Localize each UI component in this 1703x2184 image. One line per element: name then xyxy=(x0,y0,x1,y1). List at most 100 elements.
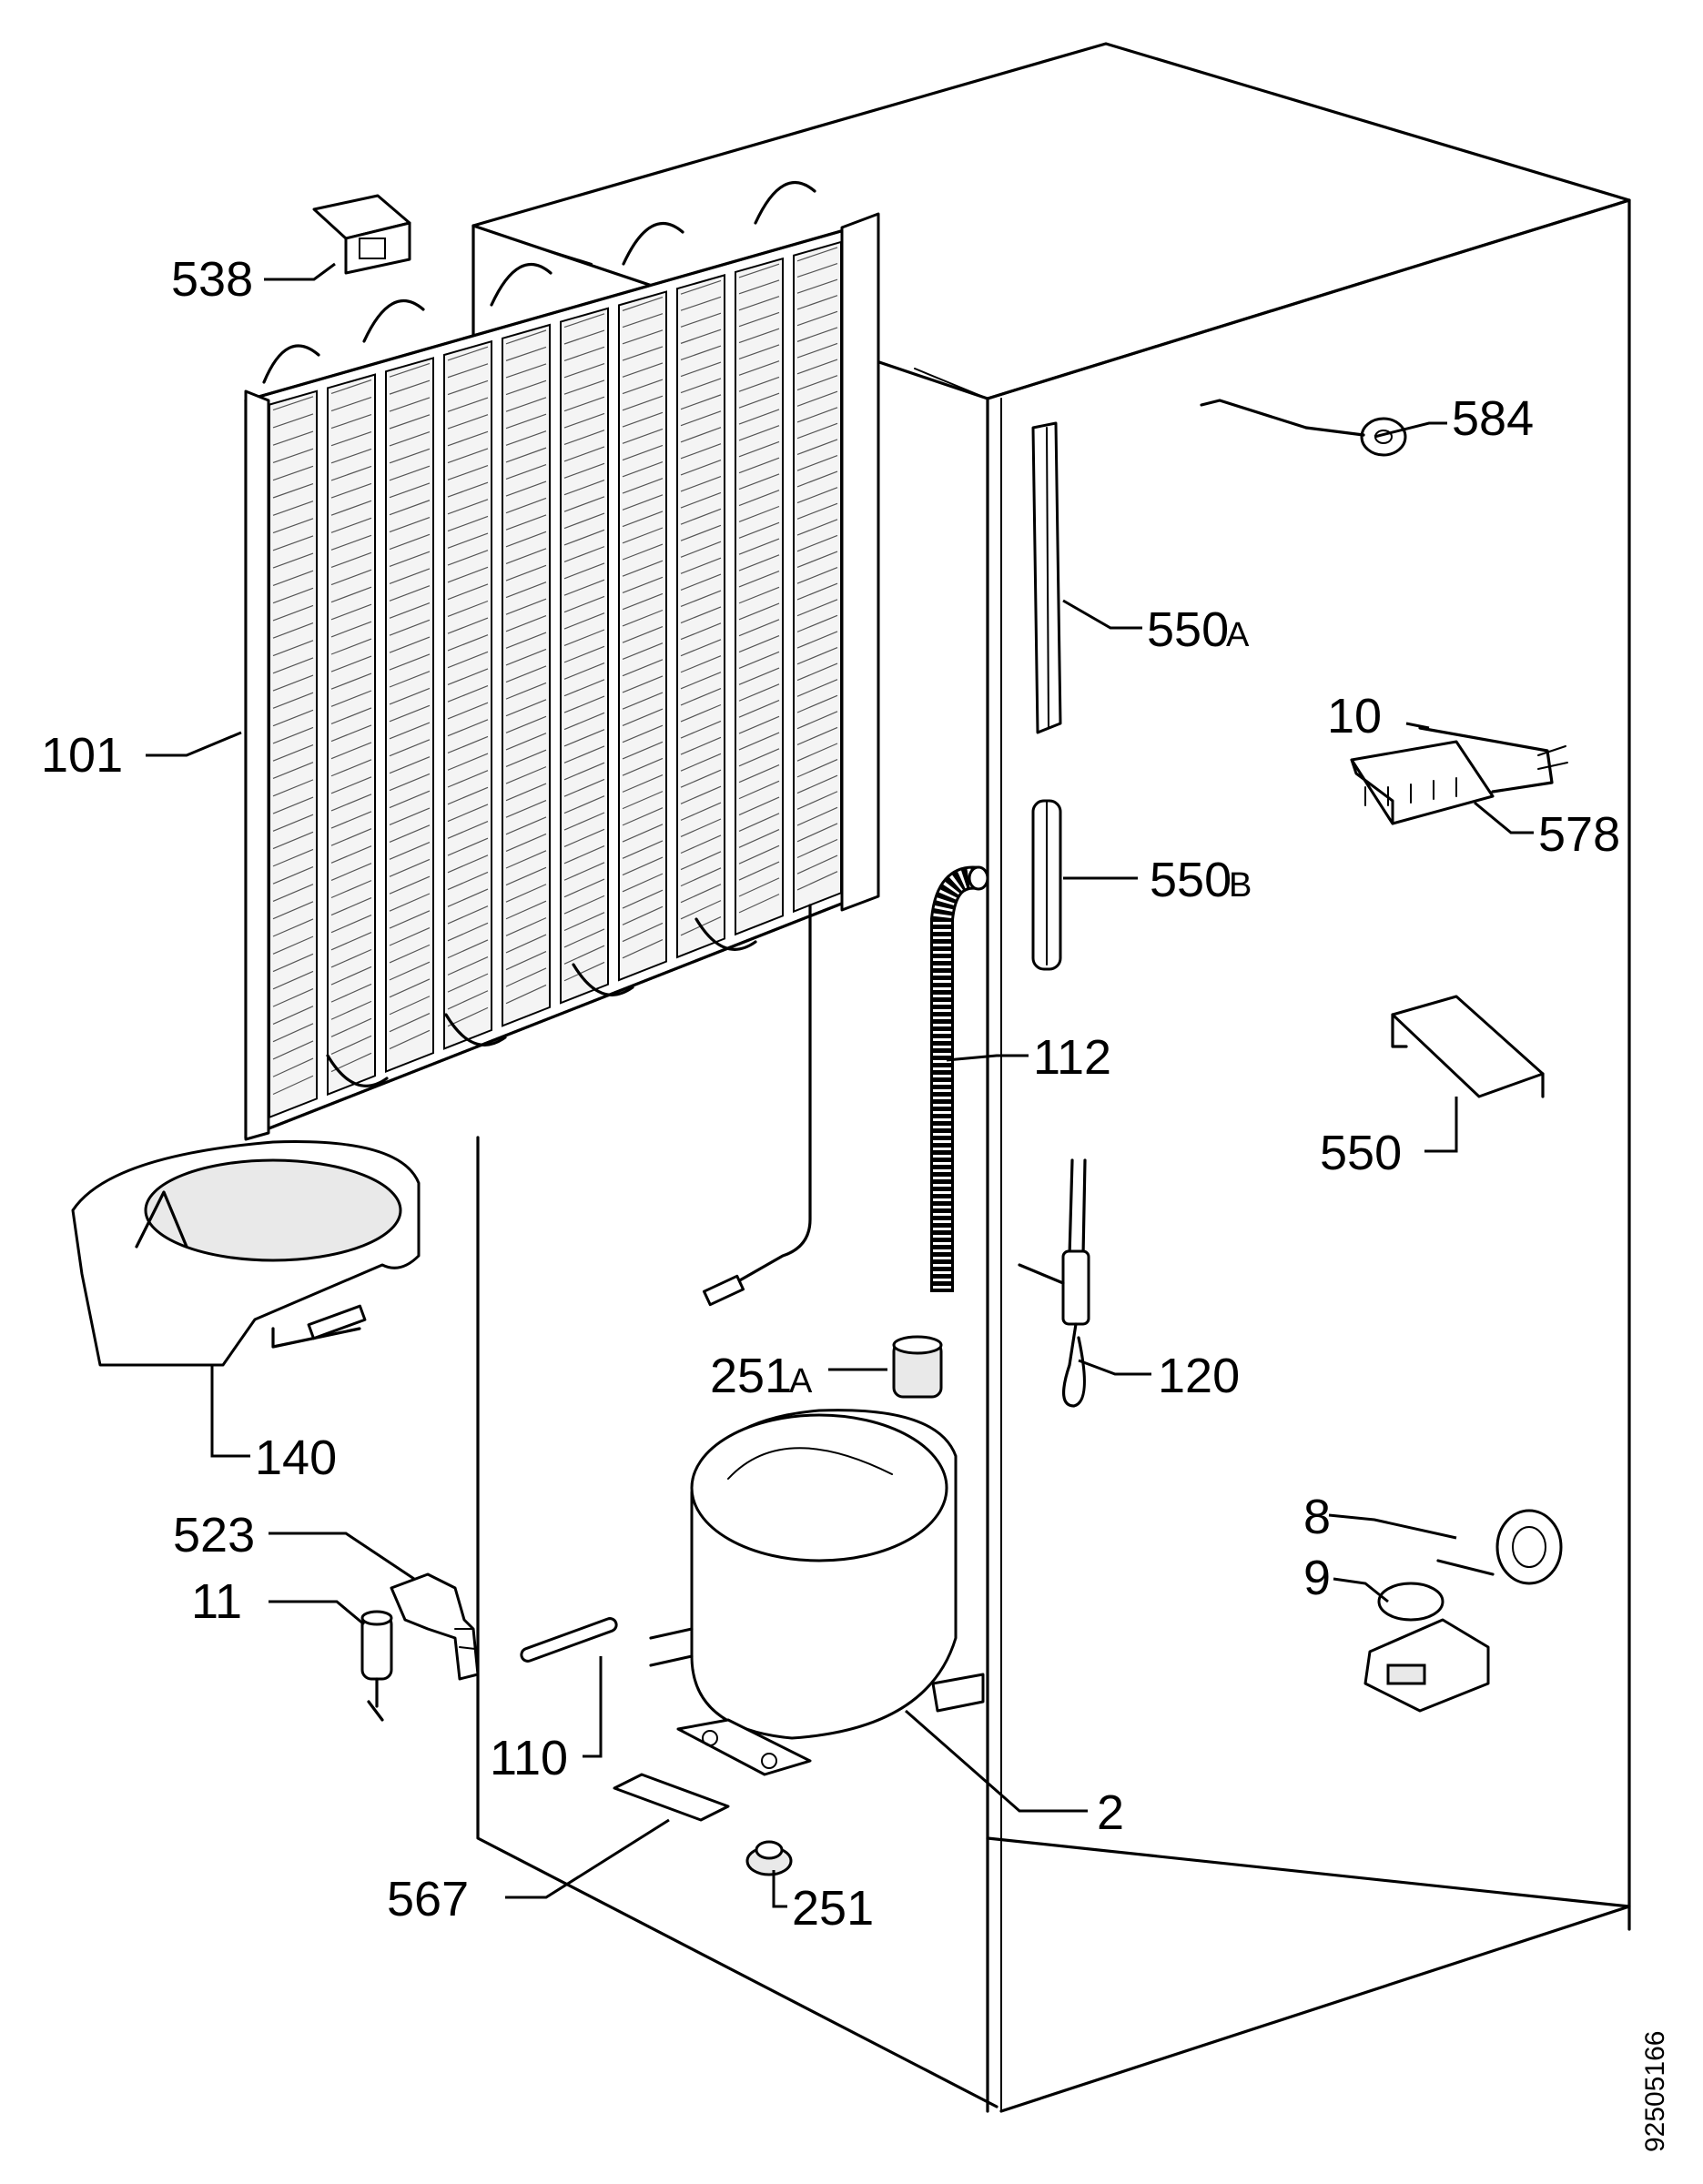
label-567: 567 xyxy=(387,1872,469,1926)
label-101: 101 xyxy=(41,728,123,783)
condenser-fin-line xyxy=(330,1035,372,1055)
condenser-fin-line xyxy=(505,497,547,514)
label-9: 9 xyxy=(1303,1551,1331,1605)
condenser-fin-line xyxy=(389,1012,431,1033)
condenser-fin-line xyxy=(796,854,838,875)
condenser-fin-line xyxy=(389,636,431,653)
condenser-fin-line xyxy=(505,950,547,971)
condenser-fin-line xyxy=(563,961,605,982)
condenser-fin-line xyxy=(796,599,838,617)
condenser-fin-line xyxy=(738,586,780,604)
condenser-fin-line xyxy=(796,806,838,826)
condenser-fin-line xyxy=(680,573,722,591)
condenser-fin-line xyxy=(563,645,605,663)
condenser-fin-line xyxy=(505,464,547,480)
condenser-fin-line xyxy=(505,648,547,666)
condenser-fin-line xyxy=(389,858,431,877)
condenser-fin-line xyxy=(680,867,722,887)
condenser-fin-line xyxy=(738,554,780,571)
condenser-fin-line xyxy=(272,535,314,551)
condenser-fin-line xyxy=(622,379,664,395)
part-11-valve xyxy=(360,1610,393,1722)
condenser-fin-line xyxy=(389,704,431,723)
condenser-fin-line xyxy=(330,379,372,394)
condenser-fin-line xyxy=(272,500,314,516)
condenser-fin-line xyxy=(330,586,372,603)
part-567-plate xyxy=(613,1773,730,1822)
condenser-fin-line xyxy=(622,395,664,411)
condenser-fin-line xyxy=(680,508,722,525)
condenser-fin-line xyxy=(272,518,314,534)
condenser-fin-line xyxy=(796,359,838,375)
condenser-fin-line xyxy=(505,715,547,733)
condenser-fin-line xyxy=(796,631,838,649)
condenser-fin-line xyxy=(680,443,722,460)
condenser-fin-line xyxy=(563,812,605,831)
condenser-fin-line xyxy=(330,983,372,1003)
condenser-fin-line xyxy=(563,928,605,948)
condenser-fin-line xyxy=(447,973,489,993)
condenser-fin-line xyxy=(272,448,314,464)
condenser-fin-line xyxy=(330,724,372,743)
condenser-fin-line xyxy=(680,606,722,624)
part-538-clip xyxy=(312,194,411,275)
condenser-fin-line xyxy=(796,439,838,455)
condenser-fin-line xyxy=(330,776,372,794)
condenser-fin-line xyxy=(505,447,547,463)
condenser-fin-line xyxy=(563,446,605,462)
label-550: 550 xyxy=(1320,1126,1402,1180)
part-523-bracket xyxy=(390,1572,480,1681)
condenser-fin-line xyxy=(447,685,489,703)
condenser-fin-line xyxy=(563,579,605,596)
condenser-fin-line xyxy=(622,659,664,677)
condenser-fin-line xyxy=(330,742,372,760)
condenser-fin-line xyxy=(505,749,547,768)
condenser-fin-line xyxy=(680,427,722,443)
condenser-fin-line xyxy=(796,774,838,794)
condenser-fin-line xyxy=(680,753,722,772)
condenser-fin-line xyxy=(738,667,780,685)
condenser-fin-line xyxy=(272,1057,314,1077)
condenser-fin-line xyxy=(447,515,489,532)
condenser-fin-line xyxy=(389,978,431,998)
condenser-fin-line xyxy=(389,875,431,895)
part-2-compressor xyxy=(649,1409,985,1776)
condenser-fin-line xyxy=(738,796,780,816)
condenser-fin-line xyxy=(389,773,431,792)
condenser-fin-line xyxy=(738,279,780,295)
condenser-fin-line xyxy=(680,590,722,608)
condenser-fin-line xyxy=(447,854,489,874)
condenser-fin-line xyxy=(738,732,780,751)
condenser-fin-line xyxy=(796,791,838,810)
condenser-fin-line xyxy=(738,700,780,718)
condenser-fin-panel xyxy=(618,290,667,982)
part-550A-strip xyxy=(1031,421,1062,734)
condenser-fin-line xyxy=(563,562,605,580)
condenser-fin-line xyxy=(272,762,314,780)
part-550-bracket xyxy=(1391,995,1545,1098)
condenser-fin-line xyxy=(680,475,722,492)
condenser-fin-line xyxy=(330,397,372,412)
condenser-fin-line xyxy=(272,918,314,937)
condenser-fin-line xyxy=(796,711,838,730)
condenser-fin-line xyxy=(447,583,489,601)
condenser-fin-line xyxy=(738,392,780,409)
label-140: 140 xyxy=(255,1431,337,1485)
condenser-fin-line xyxy=(389,653,431,671)
condenser-fin-line xyxy=(505,581,547,599)
condenser-fin-line xyxy=(563,512,605,530)
condenser-fin-line xyxy=(272,430,314,446)
condenser-fin-line xyxy=(738,425,780,441)
condenser-fin-line xyxy=(447,379,489,396)
condenser-fin-line xyxy=(563,679,605,697)
condenser-fin-line xyxy=(680,834,722,854)
condenser-fin-line xyxy=(738,311,780,328)
condenser-fin-line xyxy=(272,987,314,1007)
condenser-fin-line xyxy=(738,748,780,767)
label-251: 251 xyxy=(792,1881,874,1936)
condenser-fin-line xyxy=(622,362,664,378)
label-550A-suffix: A xyxy=(1226,616,1250,654)
condenser-fin-line xyxy=(680,672,722,690)
condenser-fin-line xyxy=(680,296,722,311)
